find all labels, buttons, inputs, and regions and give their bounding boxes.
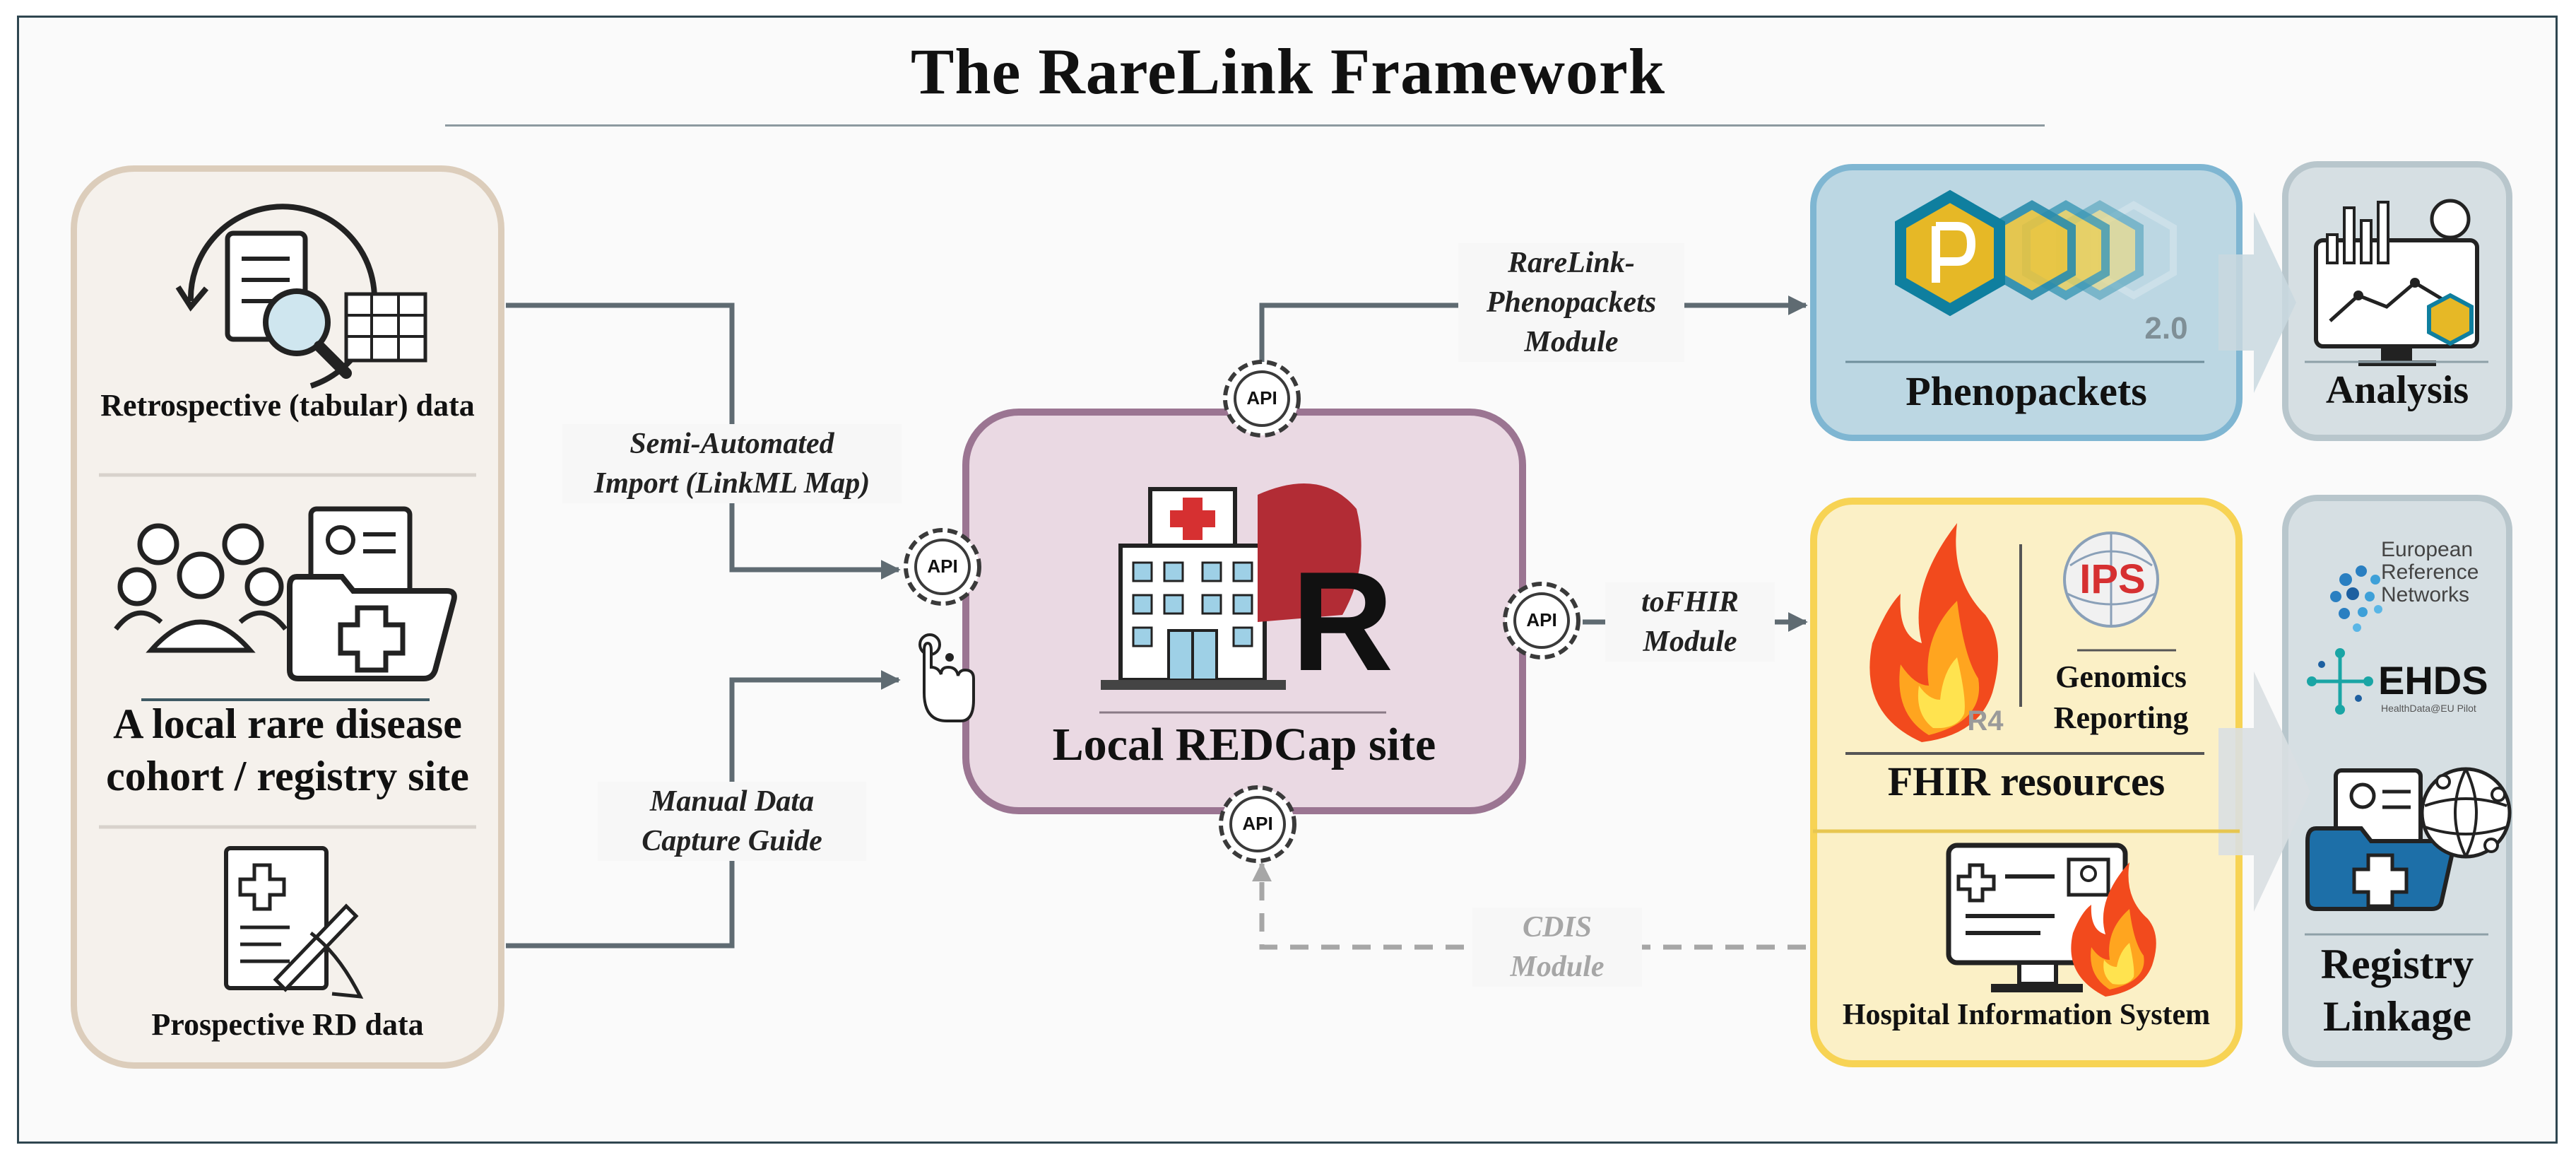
ehds-label: EHDS — [2378, 658, 2488, 703]
analysis-monitor-icon — [2314, 199, 2479, 366]
title-rule — [445, 124, 2045, 127]
ern-line2: Reference — [2381, 561, 2479, 584]
prospective-data-label: Prospective RD data — [151, 1007, 424, 1042]
tofhir-line1: toFHIR — [1641, 586, 1739, 618]
cdis-line2: Module — [1510, 951, 1605, 983]
cohort-label-line1: A local rare disease — [113, 700, 462, 747]
fhir-r4-label: R4 — [1967, 705, 2004, 736]
api-gear-top — [1223, 360, 1301, 438]
cohort-label-line2: cohort / registry site — [106, 753, 469, 799]
pheno-module-line3: Module — [1524, 326, 1619, 358]
analysis-label: Analysis — [2325, 368, 2469, 412]
network-globe-icon — [2420, 767, 2512, 859]
registry-linkage-line2: Linkage — [2322, 993, 2472, 1040]
connector-cdis — [1252, 862, 1806, 950]
phenopackets-logo-icon — [1895, 189, 2177, 317]
phenopackets-module-label: RareLink- Phenopackets Module — [1458, 243, 1684, 362]
retrospective-data-icon — [175, 204, 427, 389]
api-badge-left: API — [927, 556, 958, 577]
api-gear-bottom — [1219, 785, 1296, 863]
ehds-logo-icon — [2307, 648, 2373, 715]
ern-line3: Networks — [2381, 583, 2470, 606]
manual-capture-line2: Capture Guide — [642, 825, 822, 857]
ern-logo-icon — [2330, 565, 2382, 632]
redcap-logo-letter: R — [1291, 543, 1394, 700]
api-gear-left — [904, 528, 981, 606]
diagram-title: The RareLink Framework — [910, 35, 1665, 107]
api-gear-right — [1503, 582, 1581, 659]
patient-cohort-icon — [114, 523, 288, 653]
pheno-module-line1: RareLink- — [1508, 247, 1635, 279]
redcap-logo-icon — [1258, 483, 1361, 622]
api-badge-top: API — [1246, 387, 1277, 409]
manual-capture-line1: Manual Data — [649, 785, 815, 818]
flow-arrow-to-registry — [2218, 671, 2310, 912]
medical-folder-icon — [287, 506, 457, 681]
retrospective-data-label: Retrospective (tabular) data — [100, 388, 475, 423]
phenopackets-version: 2.0 — [2144, 311, 2188, 346]
semi-automated-line1: Semi-Automated — [630, 428, 834, 460]
ern-label: European Reference Networks — [2381, 539, 2508, 606]
ips-label: IPS — [2079, 556, 2146, 602]
manual-capture-guide-label: Manual Data Capture Guide — [598, 782, 866, 861]
flow-arrow-to-analysis — [2218, 212, 2296, 393]
ern-line1: European — [2381, 538, 2474, 561]
semi-automated-import-label: Semi-Automated Import (LinkML Map) — [562, 424, 902, 503]
registry-linkage-line1: Registry — [2320, 941, 2474, 987]
api-badge-right: API — [1526, 609, 1557, 630]
hospital-info-system-label: Hospital Information System — [1842, 999, 2211, 1031]
fhir-resources-label: FHIR resources — [1887, 758, 2166, 804]
fhir-flame-icon — [1869, 523, 1998, 742]
cdis-line1: CDIS — [1522, 911, 1593, 944]
genomics-reporting-line2: Reporting — [2053, 700, 2189, 735]
genomics-reporting-line1: Genomics — [2055, 659, 2187, 694]
hand-pointer-icon — [918, 633, 975, 722]
hospital-icon — [1101, 487, 1286, 690]
ips-globe-icon — [2063, 532, 2159, 628]
his-fhir-flame-icon — [2071, 862, 2156, 997]
phenopackets-label: Phenopackets — [1906, 368, 2147, 414]
pheno-module-line2: Phenopackets — [1486, 286, 1657, 319]
left-panel-dividers — [99, 473, 476, 829]
tofhir-module-label: toFHIR Module — [1605, 582, 1775, 662]
semi-automated-line2: Import (LinkML Map) — [593, 467, 870, 500]
redcap-site-label: Local REDCap site — [1052, 719, 1436, 770]
cdis-module-label: CDIS Module — [1472, 908, 1642, 987]
ehds-sub-label: HealthData@EU Pilot — [2381, 703, 2476, 714]
prospective-data-icon — [224, 846, 364, 999]
api-badge-bottom: API — [1242, 813, 1273, 834]
tofhir-line2: Module — [1643, 626, 1737, 658]
